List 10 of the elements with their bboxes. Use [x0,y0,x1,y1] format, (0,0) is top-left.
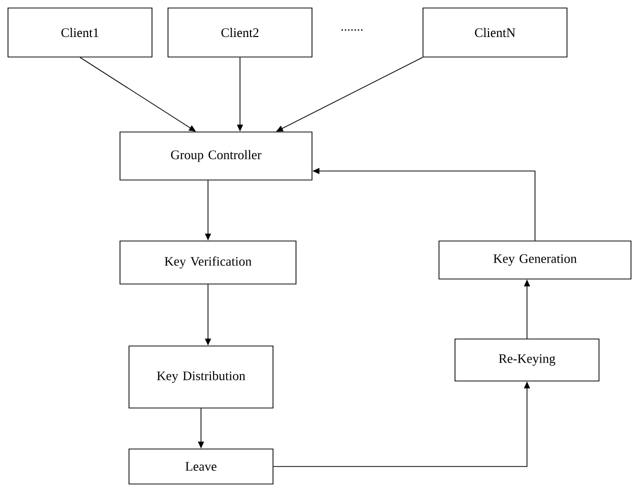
process-box: Key Distribution [128,346,274,408]
process-box: Key Verification [120,240,296,284]
process-box: ClientN [422,8,568,58]
process-box: Client2 [168,8,312,58]
process-box: Leave [128,448,274,484]
process-box: Re-Keying [454,338,600,382]
ellipsis-label: ....... [342,29,363,31]
process-box: Client1 [8,8,152,58]
process-box: Key Generation [438,240,632,280]
process-box: Group Controller [120,132,312,180]
